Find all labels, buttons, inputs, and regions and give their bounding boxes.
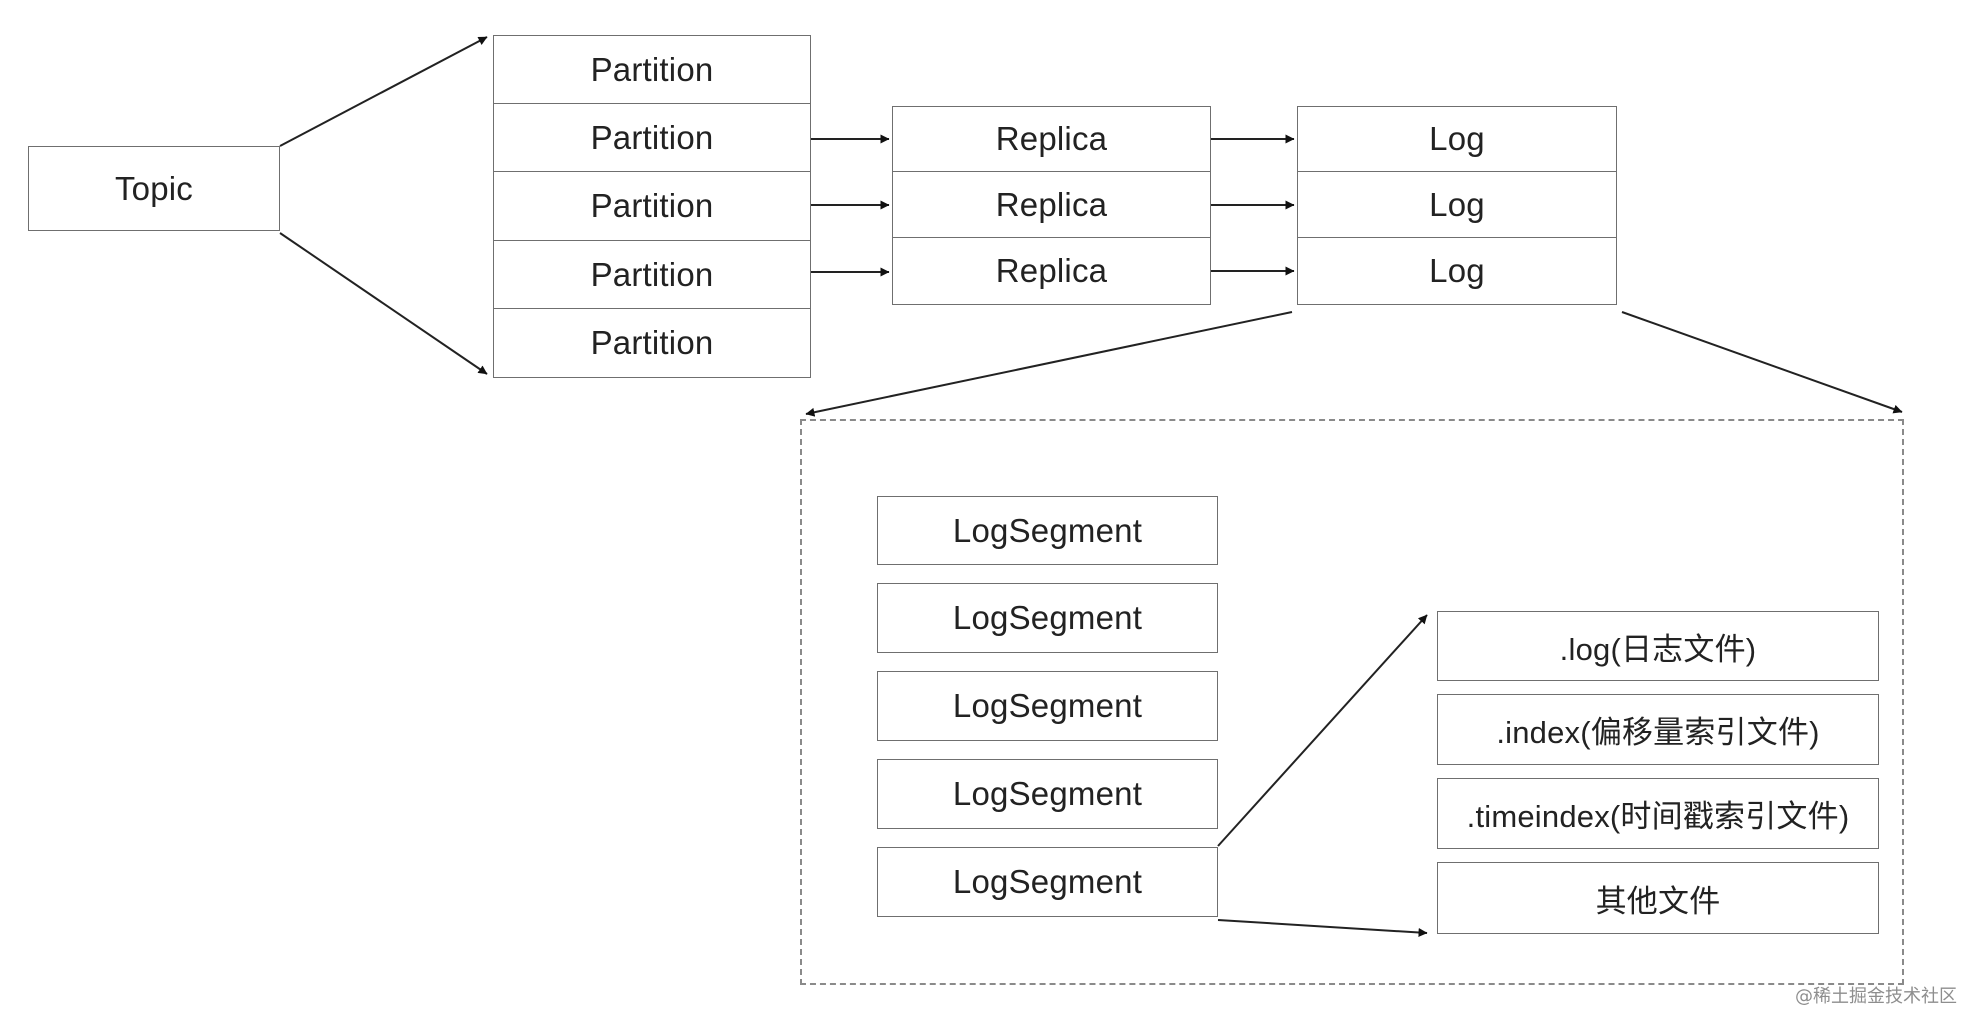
replica-label: Replica [995,185,1108,223]
log-node-3: Log [1297,238,1617,305]
log-segment-label: LogSegment [952,863,1143,900]
partition-node-2: Partition [493,104,811,172]
log-label: Log [1429,252,1485,289]
log-segment-label: LogSegment [952,775,1143,812]
partition-label: Partition [590,255,714,293]
partition-label: Partition [590,50,714,88]
segment-file-index: .index(偏移量索引文件) [1437,694,1879,765]
log-detail-panel [800,419,1904,985]
arrow-log-to-dashed-panel-left [805,311,1293,417]
topic-node: Topic [28,146,280,231]
replica-label: Replica [995,120,1108,157]
replica-label: Replica [995,252,1108,289]
replica-node-3: Replica [892,238,1211,305]
partition-node-3: Partition [493,172,811,241]
segment-file-label: 其他文件 [1595,883,1721,919]
arrow-topic-to-top-partition [279,36,488,147]
log-segment-node-4: LogSegment [877,759,1218,829]
segment-file-timeindex: .timeindex(时间戳索引文件) [1437,778,1879,849]
partition-node-4: Partition [493,241,811,309]
segment-file-label: .timeindex(时间戳索引文件) [1466,799,1850,834]
log-label: Log [1429,185,1485,223]
log-node-1: Log [1297,106,1617,172]
log-segment-label: LogSegment [952,687,1143,724]
arrow-topic-to-bottom-partition [279,232,488,375]
log-segment-node-1: LogSegment [877,496,1218,565]
log-segment-node-2: LogSegment [877,583,1218,653]
arrow-log-to-dashed-panel-right [1621,311,1903,414]
log-segment-label: LogSegment [952,511,1143,549]
log-segment-label: LogSegment [952,599,1143,636]
segment-file-log: .log(日志文件) [1437,611,1879,681]
partition-label: Partition [590,118,714,156]
segment-file-other: 其他文件 [1437,862,1879,934]
segment-file-label: .index(偏移量索引文件) [1496,715,1820,750]
partition-node-1: Partition [493,35,811,104]
log-segment-node-5: LogSegment [877,847,1218,917]
replica-node-1: Replica [892,106,1211,172]
log-node-2: Log [1297,172,1617,238]
log-label: Log [1429,120,1485,157]
replica-node-2: Replica [892,172,1211,238]
partition-label: Partition [590,187,714,224]
log-segment-node-3: LogSegment [877,671,1218,741]
segment-file-label: .log(日志文件) [1559,631,1757,667]
partition-label: Partition [590,324,714,361]
watermark: @稀土掘金技术社区 [1795,986,1957,1007]
topic-label: Topic [114,169,194,207]
partition-node-5: Partition [493,309,811,378]
